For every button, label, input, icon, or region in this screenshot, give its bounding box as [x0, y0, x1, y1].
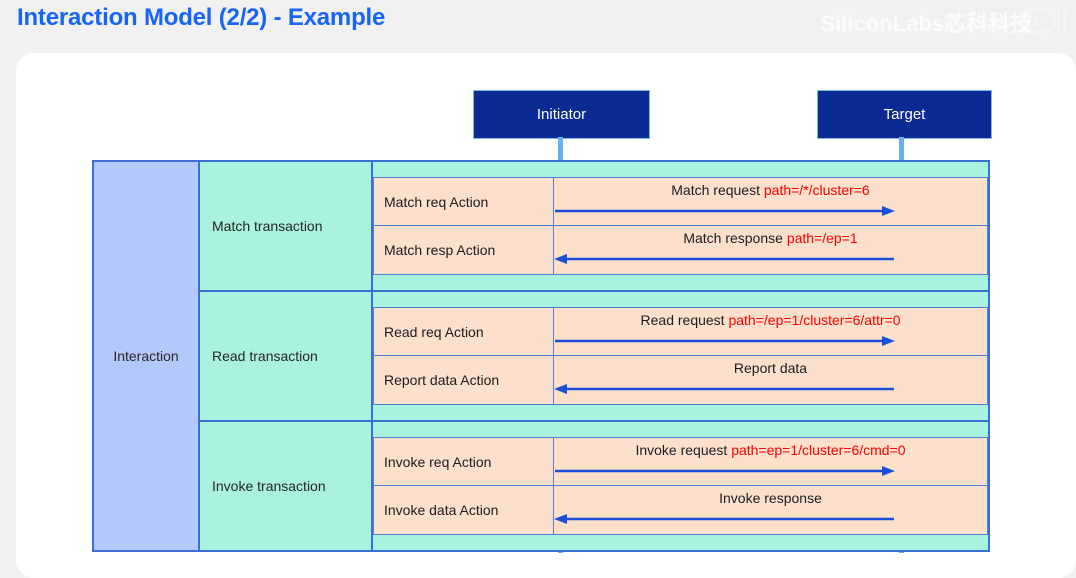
- message-path: path=/ep=1/cluster=6/attr=0: [728, 312, 901, 328]
- action-name-text: Invoke data Action: [384, 502, 499, 518]
- message-text: Match request path=/*/cluster=6: [554, 182, 987, 198]
- action-name: Read req Action: [374, 308, 554, 355]
- transaction-label-text: Invoke transaction: [212, 478, 326, 494]
- message-label: Match response: [683, 230, 787, 246]
- arrow-right-icon: [555, 466, 895, 476]
- watermark-text: SiliconLabs芯科科技: [820, 11, 1032, 36]
- siliconlabs-logo-icon: [1026, 8, 1067, 34]
- actor-box-target[interactable]: Target: [817, 90, 992, 139]
- transaction-label-text: Match transaction: [212, 218, 323, 234]
- arrow-left-icon: [554, 254, 894, 264]
- message-cell: Invoke request path=ep=1/cluster=6/cmd=0: [554, 438, 987, 485]
- action-row[interactable]: Report data Action Report data: [373, 356, 988, 405]
- action-name: Report data Action: [374, 356, 554, 404]
- message-label: Report data: [733, 360, 808, 376]
- action-name: Match req Action: [374, 178, 554, 225]
- actor-box-initiator[interactable]: Initiator: [473, 90, 650, 139]
- message-label: Invoke response: [719, 490, 822, 506]
- interaction-column-label: Interaction: [113, 348, 179, 364]
- actions-column: Invoke req Action Invoke request path=ep=…: [373, 422, 988, 550]
- action-row[interactable]: Invoke req Action Invoke request path=ep=…: [373, 437, 988, 486]
- interaction-diagram-table: Interaction Match transaction Match req A…: [92, 160, 990, 552]
- action-name: Invoke data Action: [374, 486, 554, 534]
- message-text: Match response path=/ep=1: [554, 230, 987, 246]
- transaction-label: Match transaction: [200, 162, 373, 290]
- transaction-group: Read transaction Read req Action Read requ…: [200, 292, 988, 422]
- action-row[interactable]: Invoke data Action Invoke response: [373, 486, 988, 535]
- transaction-label: Read transaction: [200, 292, 373, 420]
- transaction-label-text: Read transaction: [212, 348, 318, 364]
- actor-label-initiator: Initiator: [536, 106, 587, 123]
- action-row[interactable]: Match req Action Match request path=/*/cl…: [373, 177, 988, 226]
- actions-column: Read req Action Read request path=/ep=1/c…: [373, 292, 988, 420]
- message-cell: Match response path=/ep=1: [554, 226, 987, 274]
- message-label: Read request: [640, 312, 729, 328]
- message-cell: Report data: [554, 356, 987, 404]
- arrow-right-icon: [555, 206, 895, 216]
- action-name: Invoke req Action: [374, 438, 554, 485]
- message-cell: Invoke response: [554, 486, 987, 534]
- arrow-left-icon: [554, 514, 894, 524]
- action-row[interactable]: Read req Action Read request path=/ep=1/c…: [373, 307, 988, 356]
- message-label: Match request: [671, 182, 764, 198]
- message-text: Read request path=/ep=1/cluster=6/attr=0: [554, 312, 987, 328]
- message-text: Invoke response: [554, 490, 987, 506]
- message-path: path=ep=1/cluster=6/cmd=0: [731, 442, 906, 458]
- actions-column: Match req Action Match request path=/*/cl…: [373, 162, 988, 290]
- action-name-text: Match req Action: [384, 193, 489, 210]
- action-name: Match resp Action: [374, 226, 554, 274]
- message-text: Report data: [554, 360, 987, 376]
- message-cell: Match request path=/*/cluster=6: [554, 178, 987, 225]
- action-name-text: Invoke req Action: [384, 453, 492, 470]
- message-path: path=/ep=1: [786, 230, 858, 246]
- message-cell: Read request path=/ep=1/cluster=6/attr=0: [554, 308, 987, 355]
- actor-label-target: Target: [883, 106, 926, 123]
- arrow-right-icon: [555, 336, 895, 346]
- action-name-text: Read req Action: [384, 323, 484, 340]
- action-name-text: Report data Action: [384, 372, 500, 388]
- message-label: Invoke request: [635, 442, 732, 458]
- message-path: path=/*/cluster=6: [763, 182, 870, 198]
- transaction-label: Invoke transaction: [200, 422, 373, 550]
- interaction-column: Interaction: [94, 162, 200, 550]
- message-text: Invoke request path=ep=1/cluster=6/cmd=0: [554, 442, 987, 458]
- arrow-left-icon: [554, 384, 894, 394]
- action-name-text: Match resp Action: [384, 242, 496, 258]
- action-row[interactable]: Match resp Action Match response path=/ep…: [373, 226, 988, 275]
- page-header: Interaction Model (2/2) - Example Silico…: [0, 0, 1076, 53]
- page-title: Interaction Model (2/2) - Example: [17, 4, 386, 31]
